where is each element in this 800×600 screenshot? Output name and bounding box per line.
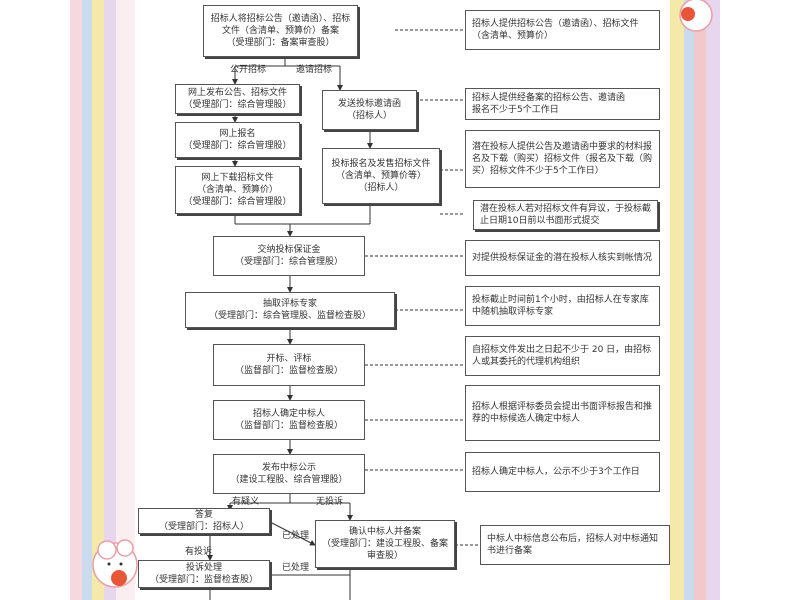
record-box: 招标人将招标公告（邀请函）、招标文件（含清单、预算价）备案 （受理部门：备案审查… <box>203 5 358 57</box>
note-box: 对提供投标保证金的潜在投标人核实到帐情况 <box>465 240 660 276</box>
note-box: 潜在投标人若对招标文件有异议，于投标截止日期10日前以书面形式提交 <box>473 200 658 230</box>
note-box: 中标人中标信息公布后，招标人对中标通知书进行备案 <box>480 525 670 565</box>
reply-box: 答复 （受理部门：招标人） <box>138 508 270 534</box>
label-invite-bid: 邀请招标 <box>296 65 333 75</box>
flower-decoration-icon <box>92 539 138 588</box>
publicity-box: 发布中标公示 （建设工程股、综合管理股） <box>213 454 365 494</box>
invite-register-box: 投标报名及发售招标文件 （含清单、预算价等） （招标人） <box>322 148 440 204</box>
open-bid-box: 开标、评标 （监督部门：监督检查股） <box>213 344 365 386</box>
label-processed: 已处理 <box>282 563 310 573</box>
decor-stripe <box>92 0 104 600</box>
confirm-record-box: 确认中标人并备案 （受理部门：建设工程股、备案审查股） <box>315 520 455 568</box>
note-box: 自招标文件发出之日起不少于 20 日，由招标人或其委托的代理机构组织 <box>465 336 660 376</box>
label-no-complaint: 无投诉 <box>316 497 344 507</box>
online-download-box: 网上下载招标文件 （含清单、预算价） （受理部门：综合管理股） <box>175 166 300 214</box>
note-box: 潜在投标人提供公告及邀请函中要求的材料报名及下载（购买）招标文件（报名及下载（购… <box>465 130 660 188</box>
complaint-box: 投诉处理 （受理部门：监督检查股） <box>138 560 270 588</box>
experts-box: 抽取评标专家 （受理部门：综合管理股、监督检查股） <box>185 292 395 328</box>
note-box: 招标人确定中标人，公示不少于3个工作日 <box>465 452 660 492</box>
label-has-complaint: 有投诉 <box>185 547 213 557</box>
decor-stripe <box>694 0 706 600</box>
note-box: 招标人根据评标委员会提出书面评标报告和推荐的中标候选人确定中标人 <box>465 385 660 441</box>
decor-stripe <box>70 0 82 600</box>
deposit-box: 交纳投标保证金 （受理部门：综合管理股） <box>213 236 365 276</box>
decor-stripe <box>116 0 135 600</box>
label-processed: 已处理 <box>282 531 310 541</box>
online-register-box: 网上报名 （受理部门：综合管理股） <box>175 122 300 158</box>
decor-stripe <box>706 0 720 600</box>
confirm-winner-box: 招标人确定中标人 （监督部门：监督检查股） <box>213 400 365 440</box>
note-box: 投标截止时间前1个小时，由招标人在专家库中随机抽取评标专家 <box>465 286 660 326</box>
label-has-doubt: 有疑义 <box>232 497 260 507</box>
decor-stripe <box>684 0 694 600</box>
online-publish-box: 网上发布公告、招标文件 （受理部门：综合管理股） <box>175 84 300 114</box>
decor-stripe <box>82 0 92 600</box>
note-box: 招标人提供经备案的招标公告、邀请函 报名不少于5个工作日 <box>465 88 660 120</box>
label-public-bid: 公开招标 <box>230 65 267 75</box>
send-invite-box: 发送投标邀请函 （招标人） <box>322 90 417 130</box>
decor-stripe <box>104 0 116 600</box>
flower-decoration-icon <box>679 0 713 32</box>
decor-stripe <box>670 0 684 600</box>
note-box: 招标人提供招标公告（邀请函）、招标文件（含清单、预算价） <box>465 10 660 50</box>
